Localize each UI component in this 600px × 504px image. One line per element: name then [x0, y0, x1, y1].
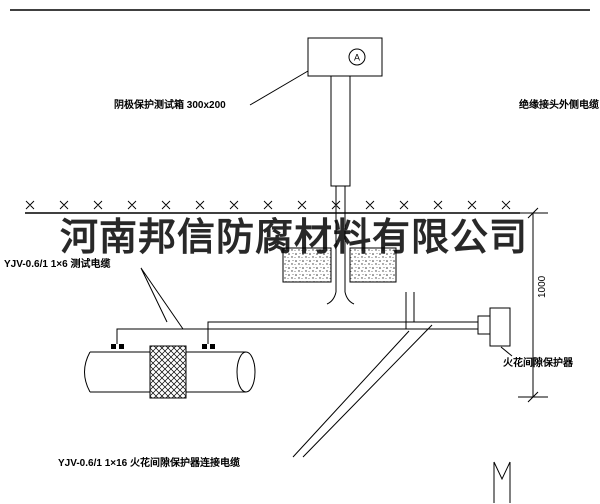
post-conduit [326, 75, 355, 305]
test-cable-label: YJV-0.6/1 1×6 测试电缆 [4, 259, 111, 270]
spark-gap-protector [477, 307, 511, 347]
cable-2 [207, 321, 478, 344]
test-cables [116, 292, 478, 344]
insulation-cable-label: 绝缘接头外侧电缆 [519, 100, 599, 111]
dimension-1000-text: 1000 [537, 275, 548, 298]
test-box-label: 阴极保护测试箱 300x200 [114, 100, 226, 111]
insulating-joint [149, 345, 187, 399]
protector-label-leader [500, 346, 513, 357]
dimension-ticks [527, 207, 539, 403]
ammeter-symbol [348, 48, 366, 66]
spark-gap-cable-label: YJV-0.6/1 1×16 火花间隙保护器连接电缆 [58, 458, 241, 469]
spark-cable-leaders [292, 324, 433, 458]
pipe-break-symbol [493, 461, 511, 503]
foundation-blocks [282, 247, 397, 283]
cable-1 [116, 328, 478, 344]
company-watermark: 河南邦信防腐材料有限公司 [60, 217, 529, 259]
test-box [307, 37, 383, 77]
pipe-right-end [236, 351, 256, 393]
cable-connection-dots [111, 344, 215, 349]
ground-marks [25, 200, 511, 210]
test-box-leader-line [249, 70, 309, 106]
dimension-1000 [518, 207, 548, 403]
test-cable-leaders [140, 267, 184, 330]
pipeline [84, 344, 256, 399]
pipe-left-cap [84, 351, 91, 393]
cable-hooks [326, 291, 355, 305]
spark-protector-label: 火花间隙保护器 [503, 358, 573, 369]
ammeter-letter: A [354, 53, 360, 63]
